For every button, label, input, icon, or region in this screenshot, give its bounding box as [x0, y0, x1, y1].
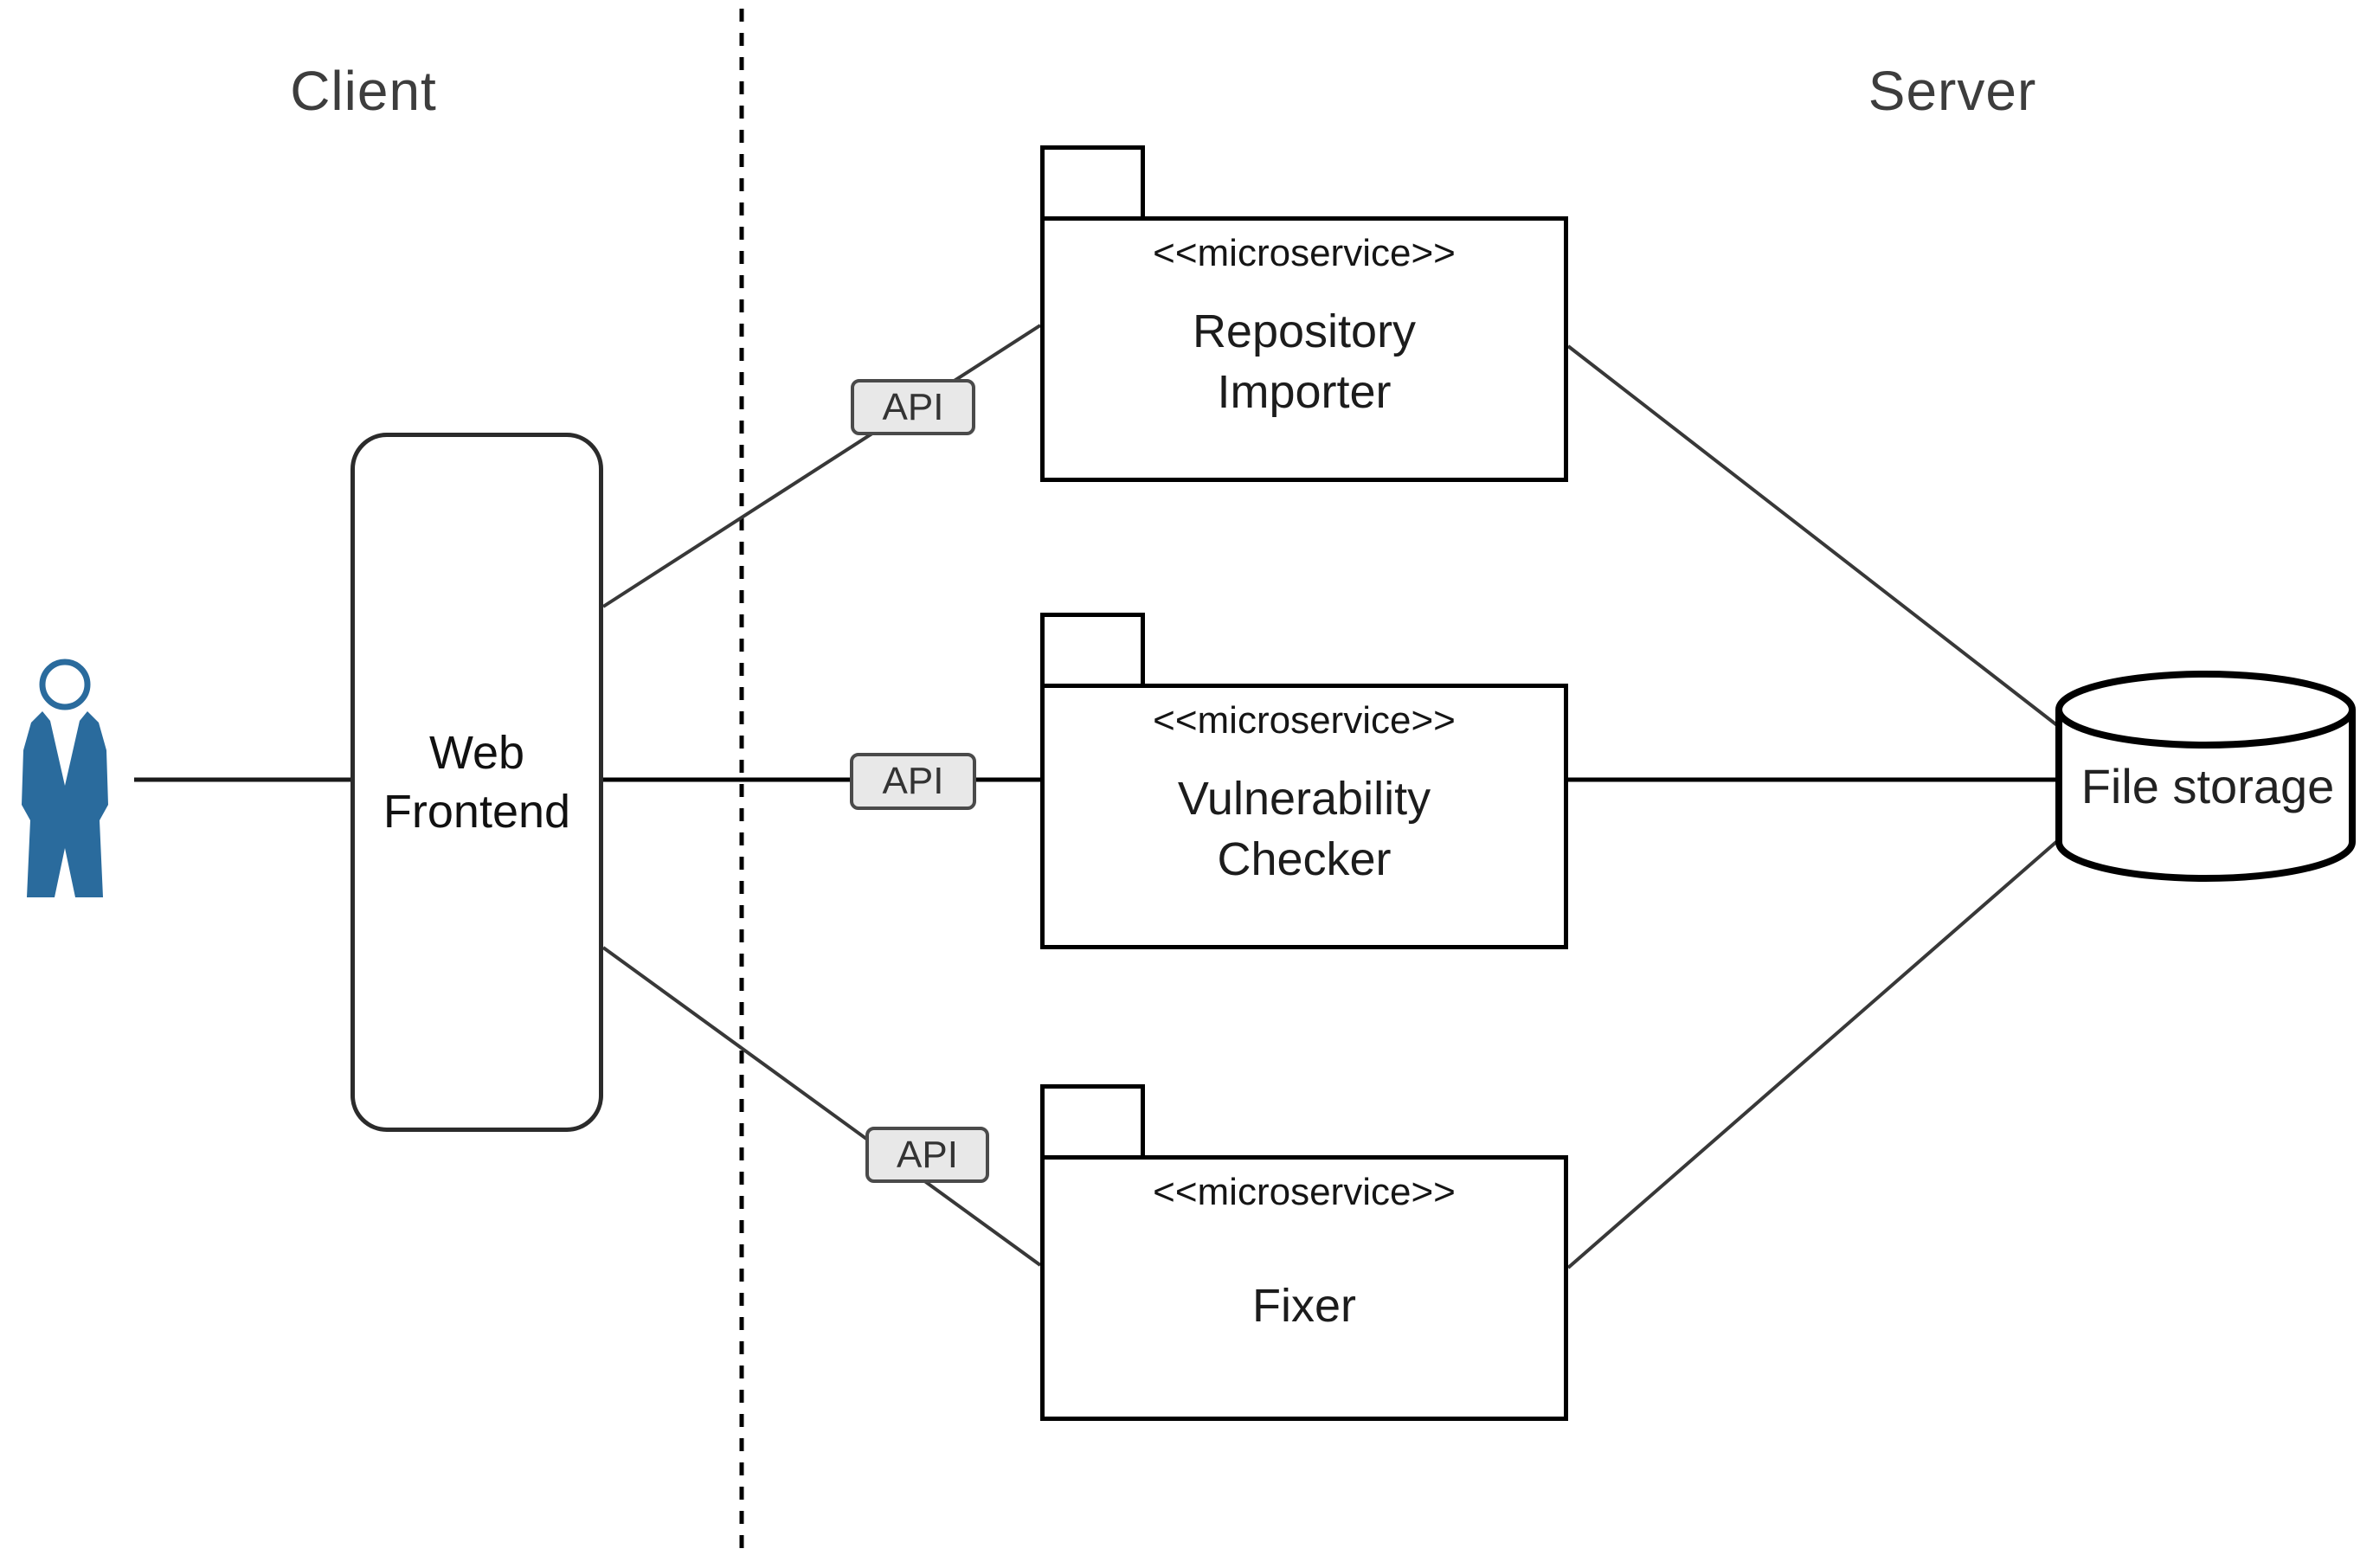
- server-zone-title: Server: [1868, 60, 2037, 122]
- package-name-fixer: Fixer: [1252, 1280, 1356, 1332]
- client-zone-title: Client: [290, 60, 437, 122]
- web-frontend-node: [350, 433, 603, 1132]
- package-repository-importer: [1040, 216, 1568, 482]
- package-name-importer: Importer: [1217, 366, 1392, 418]
- person-head-shape: [39, 659, 91, 710]
- stereotype-vulnerability-checker: <<microservice>>: [1153, 699, 1456, 742]
- cylinder-top: [2055, 671, 2356, 749]
- package-tab-repository-importer: [1040, 145, 1145, 216]
- person-icon: [22, 659, 108, 897]
- api-badge-repository-importer: API: [851, 379, 975, 435]
- package-tab-vulnerability-checker: [1040, 613, 1145, 684]
- web-frontend-label-line2: Frontend: [383, 786, 571, 838]
- person-body-shape: [22, 711, 108, 897]
- web-frontend-label-line1: Web: [428, 727, 525, 779]
- file-storage-cylinder: [2055, 671, 2356, 882]
- stereotype-fixer: <<microservice>>: [1153, 1171, 1456, 1213]
- connector-webfrontend-fixer: [601, 946, 1042, 1267]
- cylinder-body: [2055, 710, 2356, 882]
- connector-fixer-storage: [1566, 822, 2079, 1269]
- package-name-repository: Repository: [1192, 305, 1417, 357]
- package-name-checker: Checker: [1217, 833, 1392, 885]
- stereotype-repository-importer: <<microservice>>: [1153, 232, 1456, 274]
- package-vulnerability-checker: [1040, 684, 1568, 949]
- file-storage-label: File storage: [2080, 759, 2335, 813]
- connector-webfrontend-repository-importer: [601, 324, 1042, 608]
- package-fixer: [1040, 1155, 1568, 1421]
- api-badge-fixer: API: [865, 1127, 989, 1183]
- web-frontend-label: Web Frontend: [350, 723, 603, 841]
- package-name-vulnerability: Vulnerability: [1177, 773, 1431, 825]
- package-tab-fixer: [1040, 1084, 1145, 1155]
- api-badge-vulnerability-checker: API: [850, 753, 976, 810]
- connector-repository-importer-storage: [1566, 344, 2079, 742]
